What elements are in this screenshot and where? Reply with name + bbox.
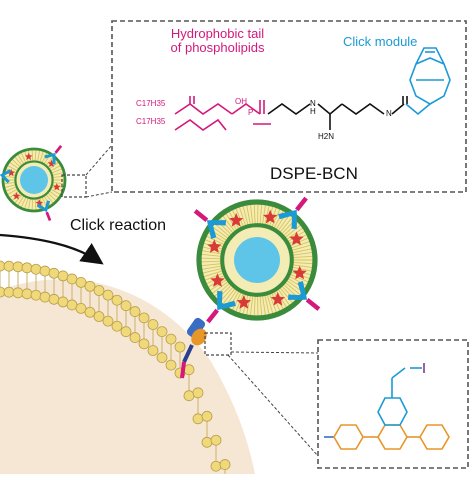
- lipid-head: [22, 263, 32, 273]
- lipid-head: [139, 313, 149, 323]
- lipid-head: [175, 342, 185, 352]
- lipid-head: [31, 290, 41, 300]
- zoom-line: [86, 145, 112, 175]
- lipid-head: [112, 295, 122, 305]
- lipid-head: [184, 365, 194, 375]
- click-product-structure: [324, 363, 449, 449]
- lipid-head: [40, 266, 50, 276]
- chain-top-label: C17H35: [136, 100, 165, 108]
- dspe-bcn-label: DSPE-BCN: [270, 165, 358, 183]
- lipid-head: [85, 281, 95, 291]
- lipid-head: [49, 268, 59, 278]
- lipid-head: [76, 303, 86, 313]
- lipid-head: [166, 360, 176, 370]
- lipid-head: [211, 461, 221, 471]
- lipid-head: [193, 414, 203, 424]
- lipid-head: [94, 312, 104, 322]
- lipid-head: [121, 327, 131, 337]
- lipid-head: [211, 435, 221, 445]
- zoom-line: [231, 352, 318, 353]
- lipid-head: [148, 346, 158, 356]
- lipid-head: [40, 292, 50, 302]
- click-reaction-arrow-icon: [0, 235, 100, 262]
- oh-label: OH: [235, 98, 247, 106]
- lipid-head: [4, 261, 14, 271]
- lipid-head: [31, 264, 41, 274]
- lipid-head: [22, 289, 32, 299]
- click-reaction-label: Click reaction: [70, 218, 166, 235]
- zoom-box-membrane: [205, 333, 231, 355]
- amide-n-label: N: [386, 110, 392, 118]
- h2n-label: H2N: [318, 133, 334, 141]
- lipid-head: [157, 353, 167, 363]
- lipid-head: [4, 287, 14, 297]
- lipid-head: [13, 262, 23, 272]
- lipid-head: [121, 301, 131, 311]
- h-label: H: [310, 108, 316, 116]
- lipid-head: [103, 316, 113, 326]
- lipid-head: [67, 274, 77, 284]
- lipid-head: [85, 307, 95, 317]
- hydrophobic-tail-label: Hydrophobic tail of phospholipids: [155, 27, 280, 54]
- lipid-head: [103, 290, 113, 300]
- lipid-head: [193, 388, 203, 398]
- lipid-head: [220, 460, 230, 470]
- lipid-head: [58, 271, 68, 281]
- lipid-head: [49, 294, 59, 304]
- hydrophobic-tail-line-2: of phospholipids: [155, 41, 280, 55]
- lipid-head: [76, 277, 86, 287]
- lipid-head: [13, 288, 23, 298]
- lipid-head: [130, 333, 140, 343]
- zoom-line: [86, 192, 112, 197]
- aqueous-core: [234, 237, 280, 283]
- lipid-head: [148, 320, 158, 330]
- click-module-label: Click module: [343, 35, 417, 49]
- chain-bottom-label: C17H35: [136, 118, 165, 126]
- lipid-head: [202, 411, 212, 421]
- phosphorus-label: P: [248, 109, 253, 117]
- lipid-head: [67, 300, 77, 310]
- lipid-head: [112, 321, 122, 331]
- dspe-bcn-structure: [175, 48, 450, 130]
- small-liposome: [0, 141, 67, 223]
- lipid-head: [139, 339, 149, 349]
- lipid-head: [202, 437, 212, 447]
- lipid-head: [130, 307, 140, 317]
- hydrophobic-tail-line-1: Hydrophobic tail: [155, 27, 280, 41]
- lipid-head: [184, 391, 194, 401]
- lipid-head: [166, 334, 176, 344]
- lipid-head: [94, 286, 104, 296]
- lipid-head: [58, 297, 68, 307]
- large-liposome: [188, 191, 327, 330]
- lipid-head: [157, 327, 167, 337]
- aqueous-core: [20, 166, 48, 194]
